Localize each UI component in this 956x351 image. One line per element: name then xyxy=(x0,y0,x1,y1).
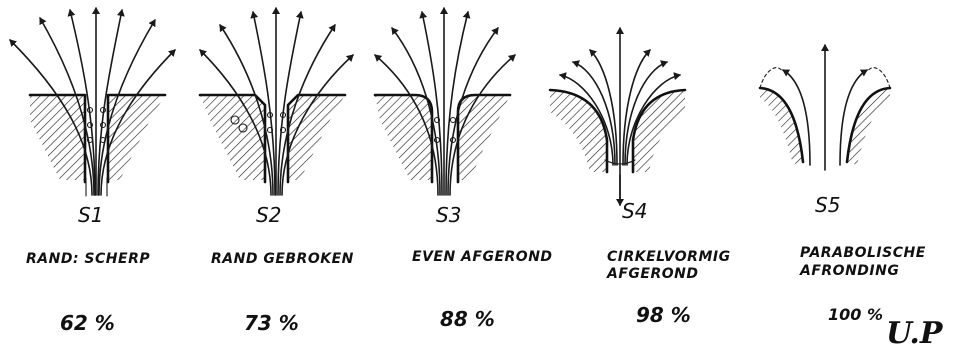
panel-efficiency: 98 % xyxy=(636,303,691,327)
panel-caption: RAND GEBROKEN xyxy=(211,251,354,267)
panel-code: S5 xyxy=(815,193,840,217)
panel-efficiency: 88 % xyxy=(440,307,495,331)
s2-wall-left xyxy=(200,95,265,180)
panel-labels: S1 S2 S3 S4 S5 RAND: SCHERP RAND GEBROKE… xyxy=(26,193,944,351)
author-signature: U.P xyxy=(886,316,944,351)
panel-caption: RAND: SCHERP xyxy=(26,251,150,267)
s3-wall-left xyxy=(375,95,432,180)
s4-wall-left xyxy=(550,90,607,172)
panel-caption: EVEN AFGEROND xyxy=(412,249,553,265)
panel-efficiency: 100 % xyxy=(828,305,883,324)
panel-code: S1 xyxy=(78,203,103,227)
inlet-s3 xyxy=(375,8,515,195)
inlet-s1 xyxy=(10,8,175,196)
s4-wall-right xyxy=(633,90,685,172)
panel-caption: AFGEROND xyxy=(606,266,698,282)
panel-code: S4 xyxy=(622,199,647,223)
s1-wall-left xyxy=(30,95,85,180)
panel-efficiency: 73 % xyxy=(244,311,299,335)
inlet-s5 xyxy=(760,45,890,170)
inlet-s4 xyxy=(550,28,685,205)
panel-code: S3 xyxy=(436,203,461,227)
s1-wall-right xyxy=(108,95,165,180)
panel-efficiency: 62 % xyxy=(60,311,115,335)
inlet-s2 xyxy=(200,8,353,195)
panel-caption: AFRONDING xyxy=(799,263,899,279)
panel-caption: CIRKELVORMIG xyxy=(607,249,731,265)
s2-wall-right xyxy=(288,95,345,180)
panel-caption: PARABOLISCHE xyxy=(800,245,926,261)
panel-code: S2 xyxy=(256,203,281,227)
s3-wall-right xyxy=(458,95,510,180)
